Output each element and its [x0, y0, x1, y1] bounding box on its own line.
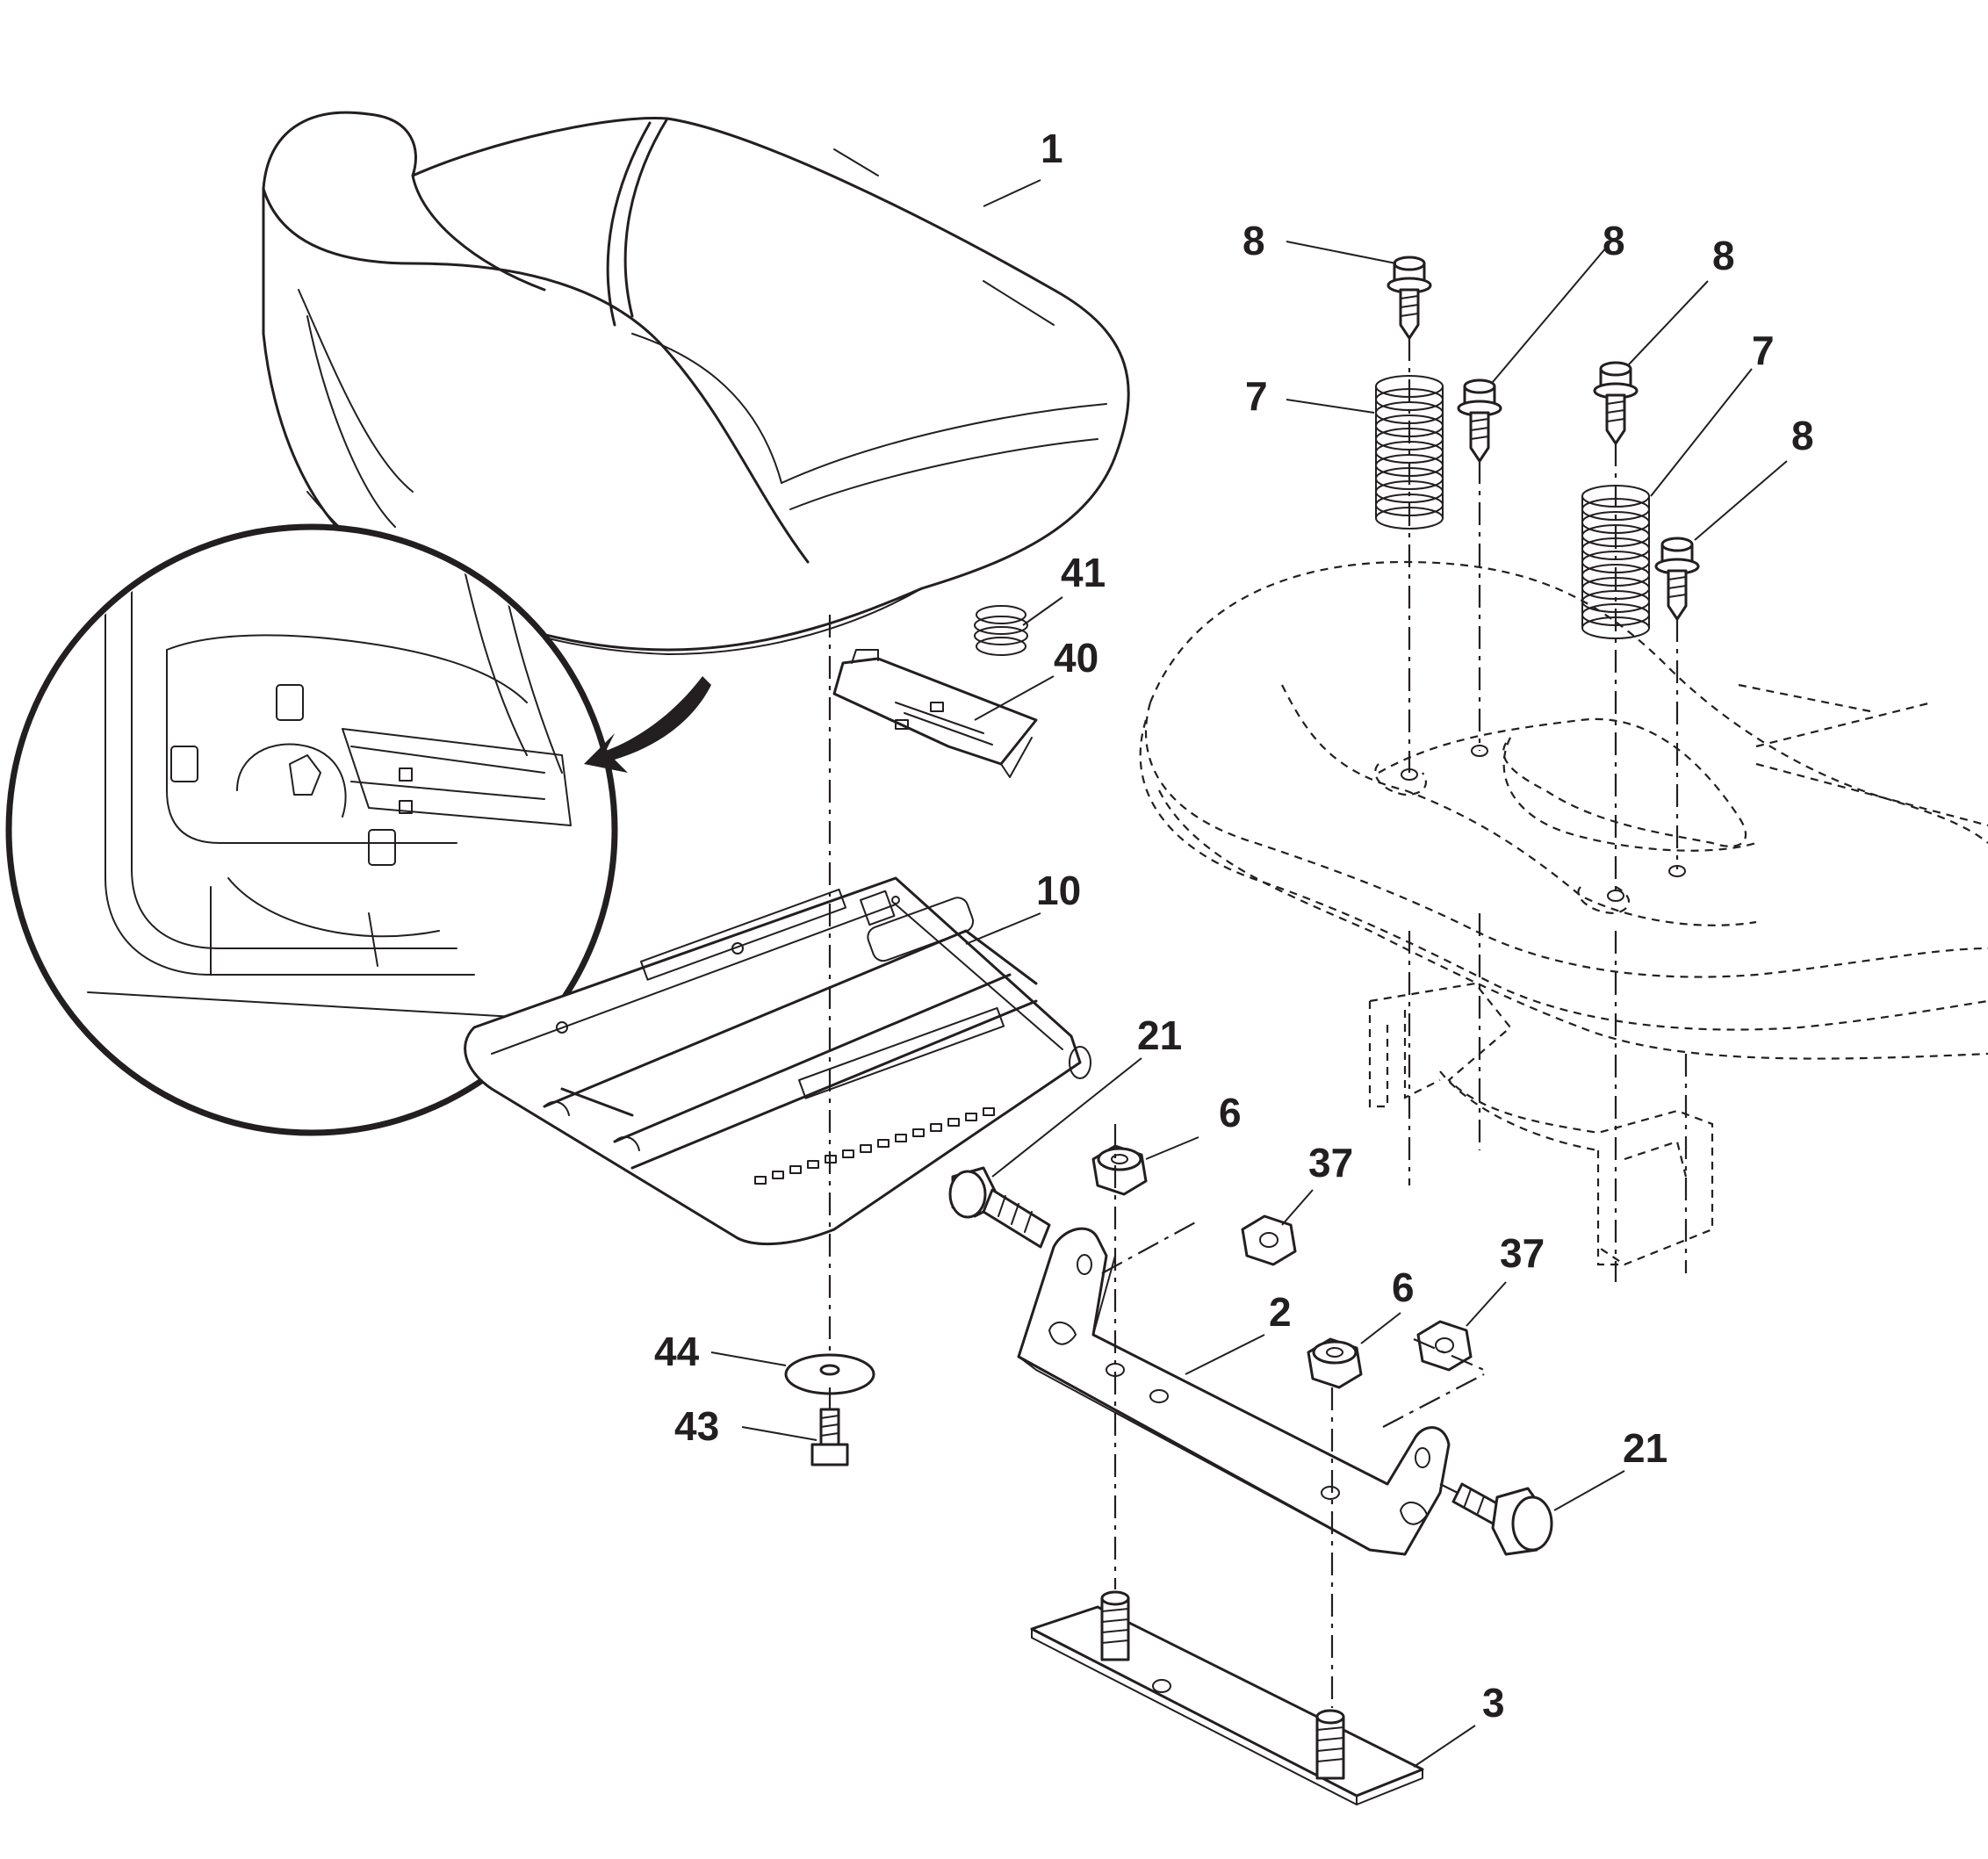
nut-left-part	[1241, 1214, 1297, 1266]
callout-screw: 43	[674, 1403, 719, 1449]
small-spring-part	[974, 605, 1028, 656]
detail-inset	[5, 523, 711, 1136]
frame-hole-a	[1401, 768, 1418, 781]
callout-nut-right: 37	[1500, 1230, 1545, 1276]
nut-right-part	[1416, 1320, 1473, 1372]
latch-plate-part	[832, 649, 1038, 778]
fender-outline	[1139, 560, 1988, 1266]
callout-bolt-c: 8	[1712, 233, 1735, 278]
bracket-part	[1017, 1227, 1451, 1556]
callout-latch-plate: 40	[1054, 635, 1098, 681]
callout-base-plate: 3	[1482, 1680, 1505, 1726]
callout-pivot-bolt-right: 21	[1623, 1425, 1667, 1471]
callout-seat: 1	[1041, 126, 1063, 171]
bolt-d-part	[1654, 537, 1700, 621]
centerline-pivot-right	[1382, 1373, 1485, 1428]
callout-bolt-d: 8	[1791, 413, 1814, 458]
frame-hole-c	[1607, 890, 1624, 902]
callout-bolt-a: 8	[1242, 218, 1265, 263]
callout-small-spring: 41	[1061, 550, 1106, 595]
leader-lines	[710, 179, 1788, 1768]
base-plate-part	[1030, 1590, 1424, 1805]
callout-bracket: 2	[1269, 1289, 1292, 1335]
bolt-a-part	[1387, 256, 1432, 340]
frame-hole-d	[1668, 865, 1686, 877]
pivot-bolt-right-part	[1451, 1482, 1553, 1556]
callout-labels: 1 8 8 8 8 7 7 41 40 10 21 6 37 2 6 37 21…	[654, 126, 1814, 1726]
centerline-bolt-right	[1439, 1483, 1459, 1494]
pivot-bolt-left-part	[948, 1166, 1051, 1249]
screw-part	[810, 1408, 849, 1466]
locknut-right-part	[1307, 1337, 1363, 1389]
bolt-c-part	[1593, 361, 1639, 445]
centerline-pivot-left	[1101, 1220, 1199, 1274]
callout-locknut-left: 6	[1219, 1090, 1242, 1135]
callout-bolt-b: 8	[1603, 218, 1625, 263]
centerline-nut-right	[1413, 1337, 1485, 1372]
callout-pivot-bolt-left: 21	[1137, 1012, 1182, 1058]
callout-nut-left: 37	[1308, 1140, 1353, 1185]
bolt-b-part	[1457, 378, 1502, 463]
callout-washer: 44	[654, 1329, 700, 1374]
seat-pan-part	[464, 876, 1091, 1245]
callout-spring-left: 7	[1245, 373, 1268, 419]
locknut-left-part	[1091, 1144, 1148, 1196]
frame-hole-b	[1471, 745, 1488, 757]
callout-seat-pan: 10	[1036, 868, 1081, 913]
callout-locknut-right: 6	[1392, 1265, 1415, 1310]
callout-spring-right: 7	[1752, 328, 1775, 373]
